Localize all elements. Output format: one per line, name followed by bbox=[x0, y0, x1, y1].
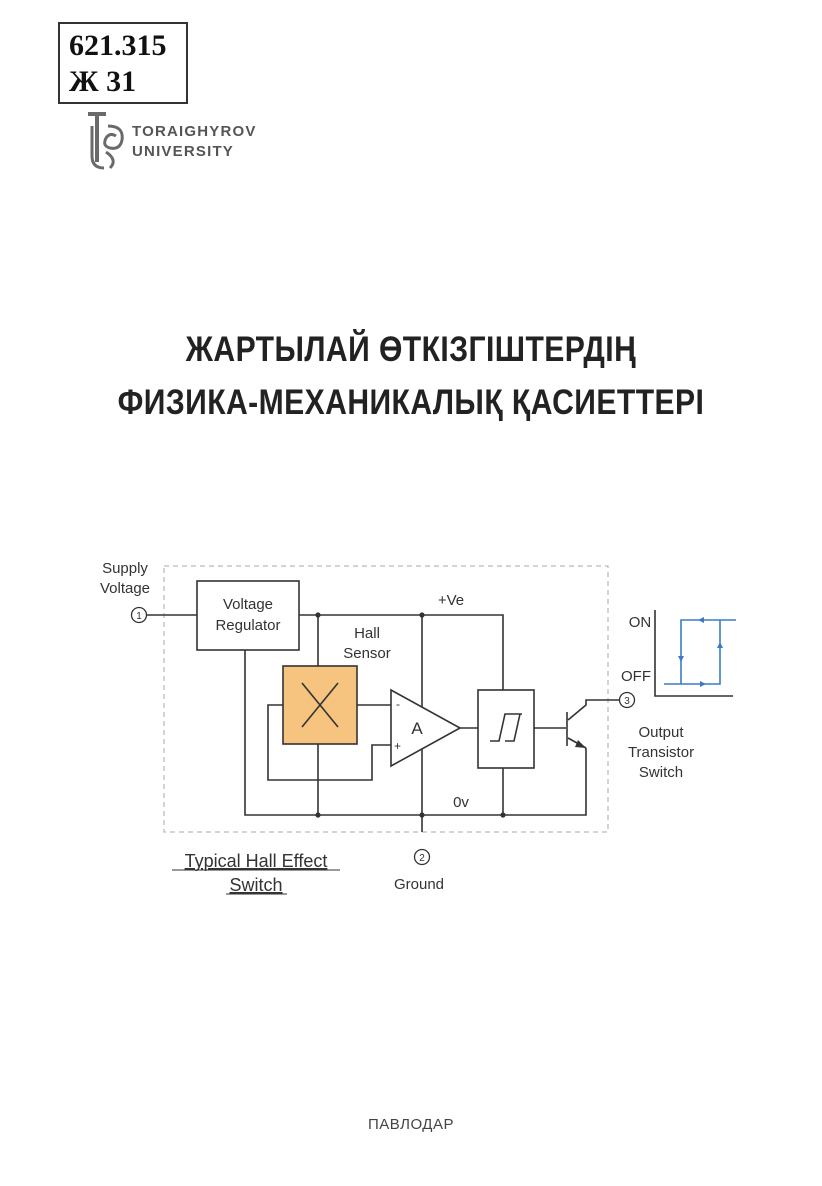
hall-label-1: Hall bbox=[354, 625, 380, 642]
book-title-line-1: ЖАРТЫЛАЙ ӨТКІЗГІШТЕРДІҢ bbox=[185, 330, 637, 369]
author-mark: Ж 31 bbox=[69, 65, 137, 98]
hysteresis-icon bbox=[490, 713, 522, 742]
hysteresis-graph: ON OFF bbox=[621, 610, 736, 697]
amplifier-minus: - bbox=[396, 697, 400, 711]
regulator-label-2: Regulator bbox=[215, 617, 280, 634]
logo-line-2: UNIVERSITY bbox=[132, 143, 235, 160]
output-label-1: Output bbox=[638, 724, 684, 741]
hall-effect-switch-diagram: Voltage Regulator Hall Sensor A - + Supp… bbox=[100, 560, 736, 895]
plus-ve-label: +Ve bbox=[438, 592, 464, 609]
transistor-arrow-icon bbox=[575, 740, 586, 748]
publication-city: ПАВЛОДАР bbox=[368, 1116, 454, 1133]
pin-1-number: 1 bbox=[136, 611, 142, 622]
pin-1-marker bbox=[130, 606, 148, 624]
caption-line-2: Switch bbox=[229, 875, 282, 895]
pin-2-number: 2 bbox=[419, 853, 425, 864]
pin-3-number: 3 bbox=[624, 696, 630, 707]
pin-3-marker bbox=[618, 691, 636, 709]
voltage-regulator-block bbox=[196, 580, 300, 651]
junction-dots bbox=[315, 612, 506, 818]
logo-line-1: TORAIGHYROV bbox=[132, 123, 257, 140]
on-label: ON bbox=[629, 614, 652, 631]
ground-label: Ground bbox=[394, 876, 444, 893]
regulator-label-1: Voltage bbox=[223, 596, 273, 613]
hall-label-2: Sensor bbox=[343, 645, 391, 662]
output-label-3: Switch bbox=[639, 764, 683, 781]
book-title-line-2: ФИЗИКА-МЕХАНИКАЛЫҚ ҚАСИЕТТЕРІ bbox=[117, 383, 705, 422]
schmitt-trigger-block bbox=[477, 689, 535, 769]
output-label-2: Transistor bbox=[628, 744, 694, 761]
zero-v-label: 0v bbox=[453, 794, 469, 811]
hall-sensor-cross-icon bbox=[301, 682, 339, 728]
amplifier-triangle bbox=[390, 688, 462, 768]
package-outline bbox=[163, 565, 609, 833]
supply-label-1: Supply bbox=[102, 560, 148, 577]
amplifier-plus: + bbox=[394, 739, 401, 753]
amplifier-label: A bbox=[411, 719, 423, 738]
catalog-number-box: 621.315 Ж 31 bbox=[58, 22, 188, 104]
off-label: OFF bbox=[621, 668, 651, 685]
pin-2-marker bbox=[413, 848, 431, 866]
udc-code: 621.315 bbox=[69, 29, 167, 62]
university-logo: TORAIGHYROV UNIVERSITY bbox=[84, 112, 284, 172]
supply-label-2: Voltage bbox=[100, 580, 150, 597]
caption-line-1: Typical Hall Effect bbox=[185, 851, 328, 871]
university-emblem-icon bbox=[88, 112, 124, 170]
